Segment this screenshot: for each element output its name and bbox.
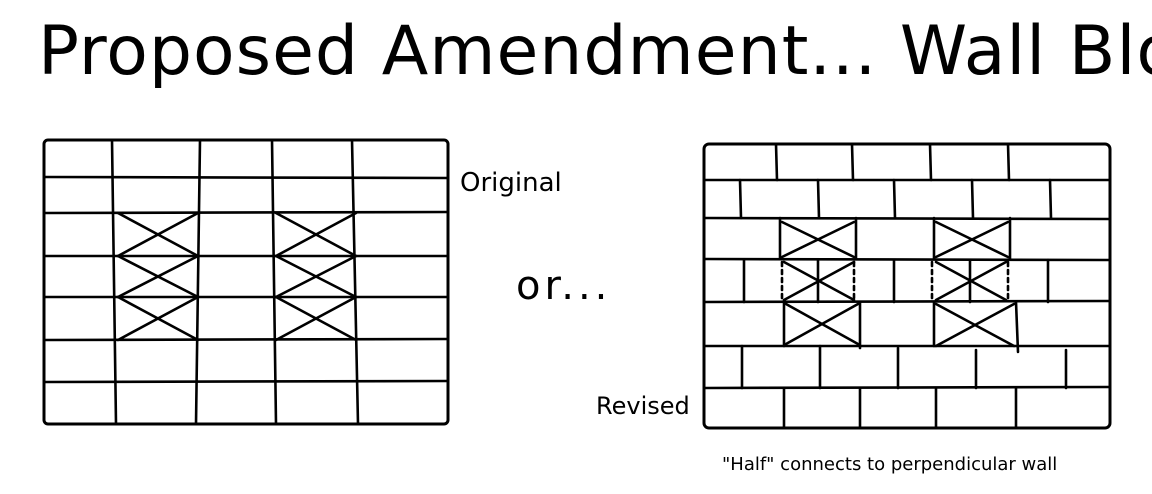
original-label: Original (460, 168, 562, 198)
revised-x-blocks-right (934, 220, 1016, 348)
revised-x-blocks-left (780, 220, 860, 346)
half-block-note: "Half" connects to perpendicular wall (722, 454, 1058, 475)
revised-label: Revised (596, 392, 690, 420)
original-x-blocks-right (274, 211, 358, 342)
original-wall-frame (42, 138, 450, 426)
revised-wall (702, 142, 1112, 430)
revised-wall-frame (702, 142, 1112, 430)
or-label: or... (516, 263, 612, 309)
page-title: Proposed Amendment... Wall Block Pattern (38, 12, 1152, 91)
original-x-blocks-left (116, 211, 200, 342)
original-wall (42, 138, 450, 426)
